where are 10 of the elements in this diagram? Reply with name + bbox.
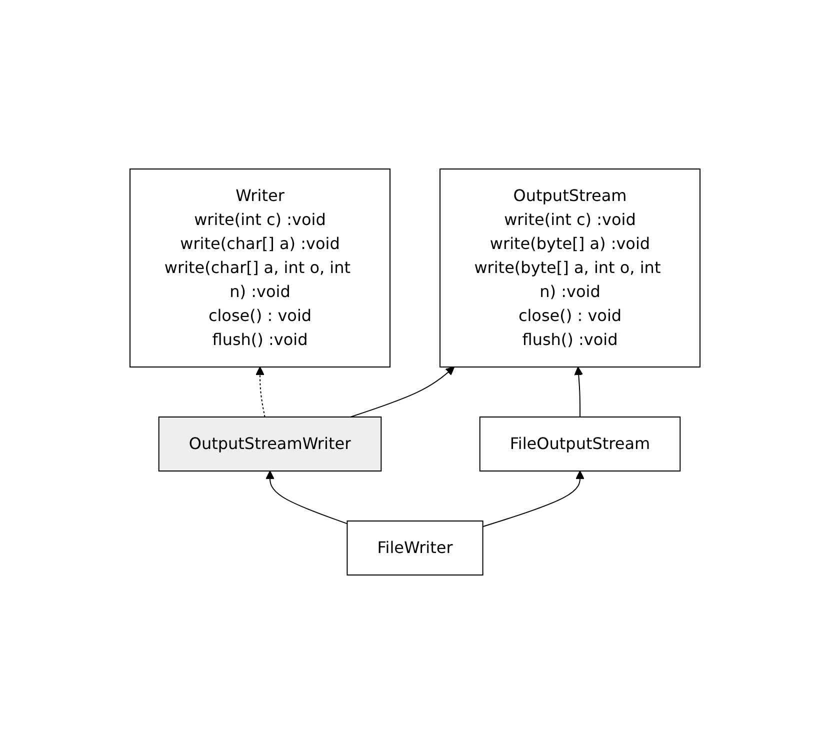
arrow bbox=[349, 366, 454, 417]
node-box: OutputStreamWriter bbox=[158, 416, 382, 471]
node-box: OutputStream write(int c) :void write(byte[] a) :void write(byte[] a, int o, int n) :void close() : void flush() :void bbox=[439, 168, 700, 367]
arrow bbox=[255, 366, 265, 417]
node-box: FileOutputStream bbox=[478, 416, 680, 471]
node-box: Writer write(int c) :void write(char[] a) :void write(char[] a, int o, int n) :void close() : void flush() :void bbox=[129, 168, 390, 367]
node-box: FileWriter bbox=[346, 520, 483, 575]
arrow bbox=[574, 366, 583, 417]
arrow bbox=[265, 470, 348, 524]
arrow bbox=[482, 470, 584, 527]
